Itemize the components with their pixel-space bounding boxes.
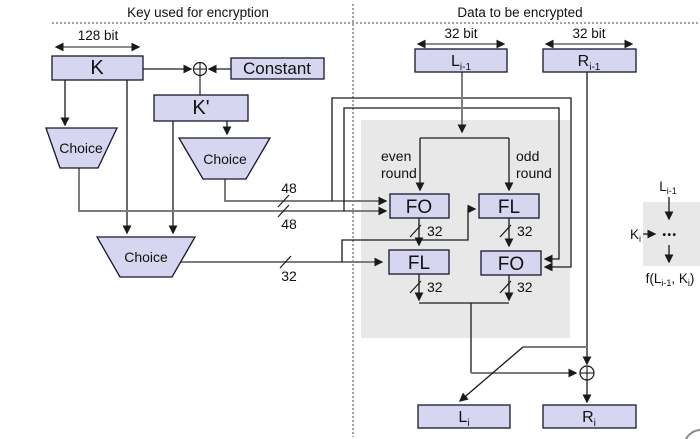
fl-top-box bbox=[478, 193, 540, 219]
fl-top-label: FL bbox=[498, 197, 520, 218]
fl-bottom-label: FL bbox=[408, 253, 430, 274]
even-round-label-line1: even bbox=[381, 148, 411, 164]
label-48-upper: 48 bbox=[281, 180, 297, 196]
tick-fl-bottom-out bbox=[409, 280, 422, 294]
k-label: K bbox=[90, 57, 104, 79]
kprime-label: K' bbox=[192, 97, 209, 119]
r-in-box bbox=[542, 48, 637, 73]
choice3-shape bbox=[95, 236, 197, 278]
wire-48-route-inner-to-fo-bottom bbox=[343, 107, 560, 264]
label-fo-bottom-out: 32 bbox=[517, 279, 533, 295]
r-in-width-label: 32 bit bbox=[572, 26, 605, 41]
tick-32-key bbox=[279, 255, 292, 269]
key-section-title: Key used for encryption bbox=[127, 5, 269, 20]
xor-key-icon bbox=[192, 61, 208, 77]
even-round-label-line2: round bbox=[381, 165, 417, 181]
fo-bottom-label: FO bbox=[498, 254, 524, 275]
l-in-box bbox=[414, 48, 508, 73]
l-out-box bbox=[417, 404, 511, 429]
choice1-label: Choice bbox=[59, 140, 103, 156]
label-fl-top-out: 32 bbox=[517, 223, 533, 239]
k-width-label: 128 bit bbox=[78, 28, 119, 43]
constant-box bbox=[230, 57, 325, 80]
label-32-key: 32 bbox=[281, 268, 297, 284]
l-in-width-label: 32 bit bbox=[444, 26, 477, 41]
choice2-shape bbox=[177, 137, 272, 180]
odd-round-label-line2: round bbox=[516, 165, 552, 181]
legend-output-label: f(Li-1, Ki) bbox=[646, 271, 695, 288]
tick-fl-top-out bbox=[499, 224, 512, 238]
choice2-label: Choice bbox=[203, 151, 247, 167]
legend-dots: ••• bbox=[662, 230, 677, 241]
wire-32-branch-to-fl-top bbox=[341, 204, 477, 262]
fo-bottom-box bbox=[480, 250, 542, 276]
tick-fo-bottom-out bbox=[499, 280, 512, 294]
l-in-label: Li-1 bbox=[451, 53, 471, 73]
round-function: 32 bit 32 bit even round odd round 32 32… bbox=[381, 26, 637, 429]
f-function-legend: Li-1 Ki ••• f(Li-1, Ki) bbox=[630, 179, 694, 288]
xor-round-icon bbox=[579, 365, 595, 381]
fl-bottom-box bbox=[388, 249, 450, 275]
odd-round-label-line1: odd bbox=[516, 148, 539, 164]
choice3-label: Choice bbox=[124, 249, 168, 265]
legend-key-label: Ki bbox=[630, 227, 641, 244]
data-section-title: Data to be encrypted bbox=[457, 5, 582, 20]
legend-input-label: Li-1 bbox=[659, 179, 677, 196]
round-function-area bbox=[361, 120, 570, 338]
l-out-label: Li bbox=[458, 409, 469, 429]
wire-r-to-l-out bbox=[458, 346, 524, 402]
tick-48-lower bbox=[277, 204, 290, 218]
fo-top-box bbox=[389, 193, 450, 219]
wire-48-route-outer-to-fo-bottom bbox=[331, 97, 572, 272]
tick-fo-top-out bbox=[409, 224, 422, 238]
choice1-shape bbox=[45, 127, 119, 169]
k-box bbox=[51, 55, 144, 81]
constant-label: Constant bbox=[243, 59, 311, 78]
tick-48-upper bbox=[277, 194, 290, 208]
label-48-lower: 48 bbox=[281, 216, 297, 232]
r-out-label: Ri bbox=[582, 409, 596, 429]
label-fl-bottom-out: 32 bbox=[427, 279, 443, 295]
corner-arc-decoration bbox=[684, 429, 700, 439]
label-fo-top-out: 32 bbox=[427, 223, 443, 239]
r-out-box bbox=[542, 404, 637, 429]
kprime-box bbox=[153, 94, 249, 122]
key-schedule: 128 bit 48 48 32 K Constant bbox=[45, 28, 572, 284]
fo-top-label: FO bbox=[406, 197, 432, 218]
r-in-label: Ri-1 bbox=[578, 53, 601, 73]
